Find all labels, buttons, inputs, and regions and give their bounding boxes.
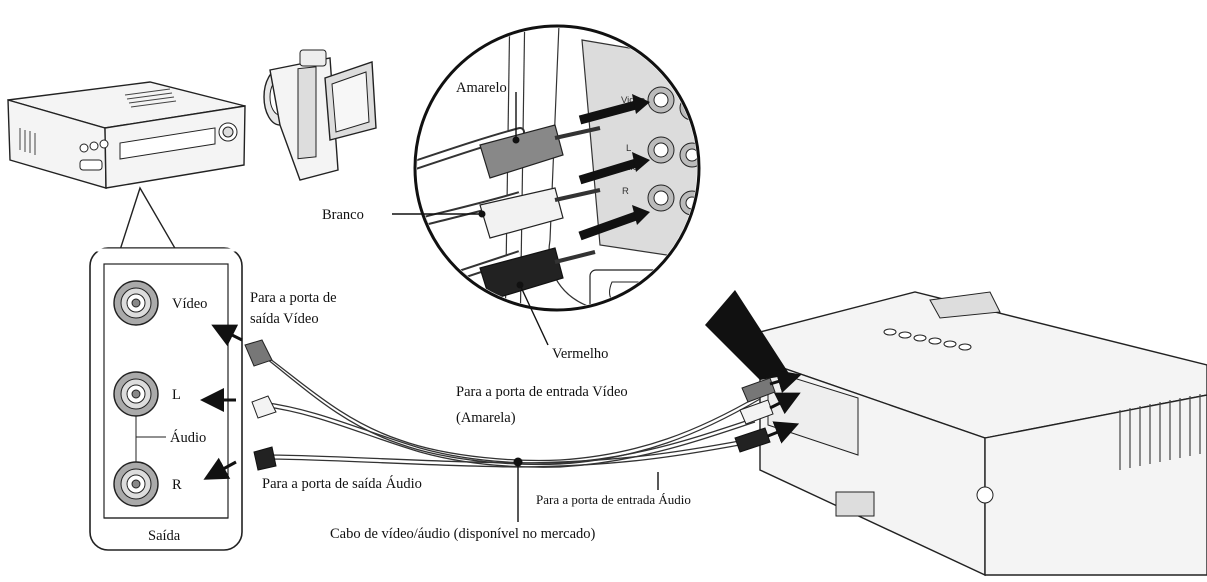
audio-l-output-jack [113,371,159,417]
port-l-label: L [626,143,631,154]
port-crpr-label: Cr/Pr [706,200,728,211]
camcorder-icon [263,49,377,181]
panel-l-label: L [172,387,181,403]
av-cable [257,349,761,468]
audio-r-output-jack [113,461,159,507]
panel-audio-label: Áudio [170,429,206,446]
to-video-output-line1: Para a porta de [250,290,337,306]
arrow-audio-r-out [203,457,237,480]
port-cbpb-label: Cb/Pb [705,154,731,165]
white-label: Branco [322,207,364,223]
red-label: Vermelho [552,346,608,362]
to-video-input-line2: (Amarela) [456,410,516,426]
to-audio-input: Para a porta de entrada Áudio [536,492,691,507]
to-audio-output: Para a porta de saída Áudio [262,475,422,492]
video-output-jack [113,280,159,326]
to-video-input-line1: Para a porta de entrada Vídeo [456,384,628,400]
port-component-label: Compo [736,184,767,195]
cable-label: Cabo de vídeo/áudio (disponível no merca… [330,526,596,542]
yellow-plug [479,124,601,179]
arrow-video-out [211,324,243,347]
port-y-label: Y [710,105,717,116]
panel-footer-label: Saída [148,528,181,544]
port-video-label: Video [621,95,645,106]
projector-icon [759,291,1207,577]
left-plugs [244,339,277,471]
panel-r-label: R [172,477,182,493]
port-r-label: R [622,186,629,197]
panel-video-label: Vídeo [172,296,207,312]
red-leader [519,284,549,346]
right-plugs [734,377,776,453]
port-pc-label: P [764,152,770,163]
yellow-label: Amarelo [456,80,507,96]
to-video-output-line2: saída Vídeo [250,311,319,327]
white-plug [479,187,601,239]
port-magnifier: Video L udio R Y Cb/Pb Cr/Pr Compo P [413,24,790,380]
output-panel: Vídeo L Áudio R Saída [89,186,243,551]
video-deck-icon [7,81,246,189]
